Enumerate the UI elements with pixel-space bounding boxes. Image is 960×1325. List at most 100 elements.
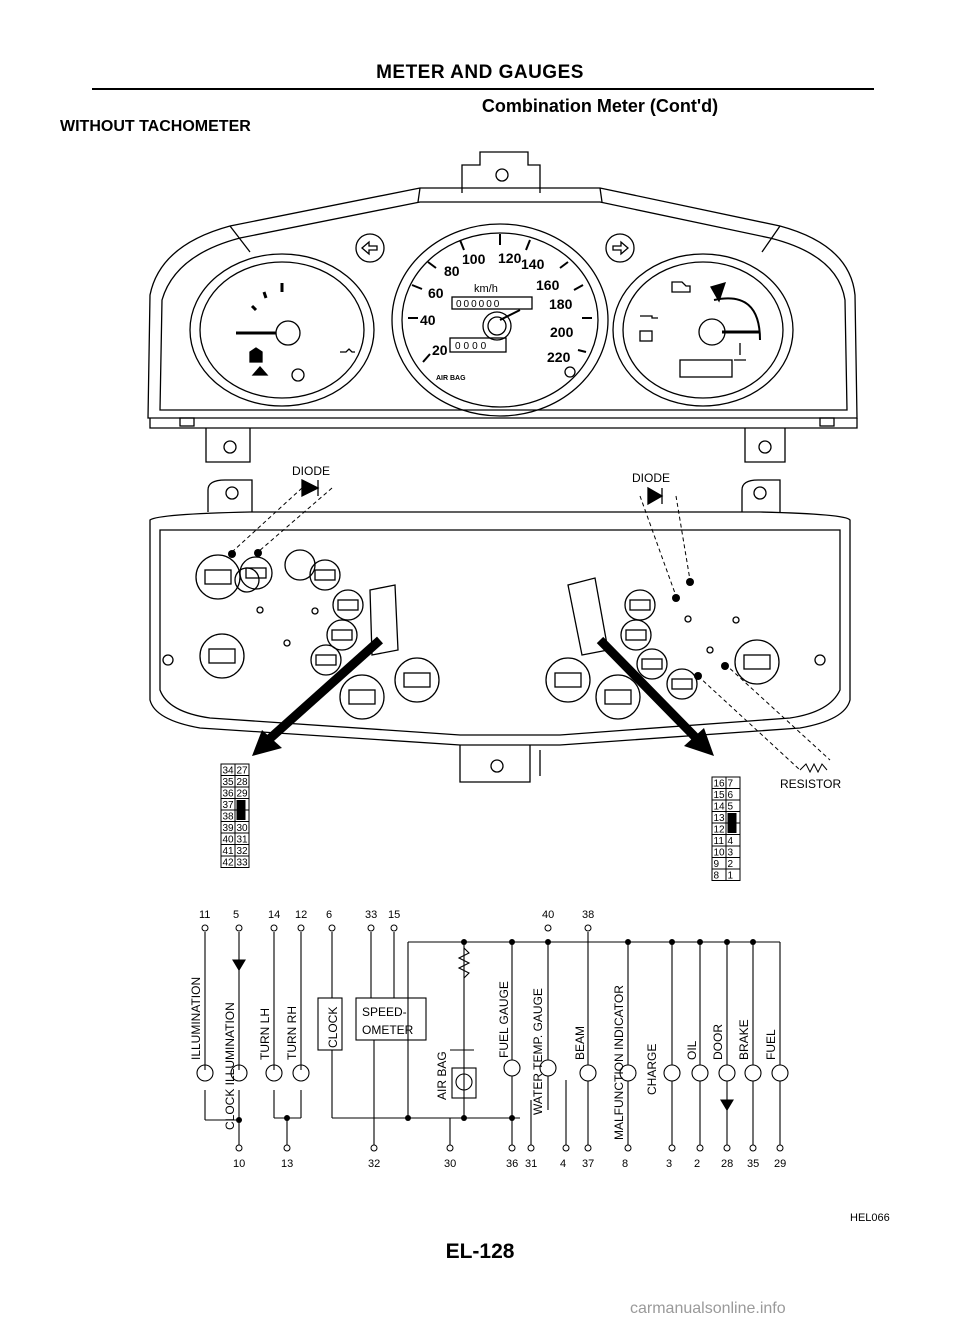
wiring-schematic bbox=[196, 932, 789, 1145]
schematic-junctions bbox=[236, 939, 756, 1123]
speed-unit: km/h bbox=[474, 283, 498, 295]
speedometer-box bbox=[355, 997, 427, 1041]
engine-check-icon bbox=[671, 281, 691, 293]
top-pin-terminal bbox=[328, 924, 336, 932]
label-brake: BRAKE bbox=[737, 1019, 751, 1060]
solder-points bbox=[228, 549, 729, 680]
bottom-pin-number: 31 bbox=[525, 1158, 537, 1170]
trip-window bbox=[449, 337, 507, 353]
connector-pin: 34 bbox=[223, 766, 235, 777]
page-subtitle: Combination Meter (Cont'd) bbox=[481, 96, 719, 116]
coolant-temp-icon bbox=[734, 343, 746, 361]
brake-warning-icon bbox=[251, 366, 269, 376]
turn-left-arrow-icon bbox=[361, 240, 378, 256]
bottom-pin-number: 2 bbox=[694, 1158, 700, 1170]
left-diode-symbol bbox=[301, 478, 320, 498]
scale-120: 120 bbox=[498, 250, 522, 266]
bottom-pin-number: 35 bbox=[747, 1158, 759, 1170]
top-pin-number: 38 bbox=[582, 909, 594, 921]
parking-brake-icon bbox=[291, 368, 305, 382]
connector-pin: 12 bbox=[714, 825, 726, 836]
schematic-labels: ILLUMINATION CLOCK ILLUMINATION TURN LH … bbox=[189, 977, 778, 1140]
connector-pin: 5 bbox=[728, 802, 734, 813]
connector-pin: 38 bbox=[223, 812, 235, 823]
scale-180: 180 bbox=[549, 296, 573, 312]
top-pin-number: 15 bbox=[388, 909, 400, 921]
connector-pin: 35 bbox=[223, 777, 235, 788]
bottom-pin-terminal bbox=[624, 1144, 632, 1152]
watermark: carmanualsonline.info bbox=[630, 1300, 786, 1317]
figure-code: HEL066 bbox=[850, 1212, 890, 1224]
connector-pin: 8 bbox=[714, 871, 720, 882]
label-turn-rh: TURN RH bbox=[285, 1006, 299, 1060]
label-speedometer-2: OMETER bbox=[362, 1023, 414, 1037]
top-pin-number: 5 bbox=[233, 909, 239, 921]
indicator-window bbox=[679, 359, 733, 378]
connector-pin: 31 bbox=[237, 835, 249, 846]
connector-pin: 7 bbox=[728, 779, 734, 790]
scale-220: 220 bbox=[547, 349, 571, 365]
fuel-gauge-dial bbox=[189, 253, 375, 407]
connector-pin: 10 bbox=[714, 848, 726, 859]
bottom-pin-terminal bbox=[696, 1144, 704, 1152]
airbag-label: AIR BAG bbox=[436, 375, 466, 382]
connector-pin: 14 bbox=[714, 802, 726, 813]
connector-pin: 11 bbox=[714, 836, 725, 847]
page-number: EL-128 bbox=[445, 1240, 515, 1263]
bottom-pin-terminal bbox=[508, 1144, 516, 1152]
bottom-pin-terminal bbox=[370, 1144, 378, 1152]
connector-pin: 33 bbox=[237, 858, 249, 869]
speedometer-dial bbox=[391, 223, 609, 417]
scale-60: 60 bbox=[428, 285, 444, 301]
bottom-pin-number: 8 bbox=[622, 1158, 628, 1170]
scale-160: 160 bbox=[536, 277, 560, 293]
label-oil: OIL bbox=[685, 1040, 699, 1060]
title-rule bbox=[92, 88, 874, 90]
battery-icon bbox=[639, 330, 653, 342]
page-title: METER AND GAUGES bbox=[376, 62, 584, 83]
bottom-pin-terminal bbox=[723, 1144, 731, 1152]
connector-pin: 6 bbox=[728, 790, 734, 801]
top-pin-number: 6 bbox=[326, 909, 332, 921]
meter-front-view bbox=[147, 151, 858, 463]
top-pin-number: 12 bbox=[295, 909, 307, 921]
bottom-pin-number: 4 bbox=[560, 1158, 566, 1170]
connector-pin: 40 bbox=[223, 835, 235, 846]
right-diode-symbol bbox=[647, 486, 664, 506]
meter-rear-view bbox=[149, 478, 851, 783]
top-mount-tab bbox=[461, 151, 541, 193]
label-water-temp-gauge: WATER TEMP. GAUGE bbox=[531, 988, 545, 1115]
connector-pin: 15 bbox=[714, 790, 726, 801]
left-connector-arrow bbox=[262, 636, 384, 746]
odometer-window bbox=[451, 296, 533, 310]
bottom-pin-terminal bbox=[562, 1144, 570, 1152]
label-fuel: FUEL bbox=[764, 1029, 778, 1060]
connector-pin: 27 bbox=[237, 766, 249, 777]
label-illumination: ILLUMINATION bbox=[189, 977, 203, 1060]
connector-pin: 1 bbox=[728, 871, 734, 882]
top-pin-number: 33 bbox=[365, 909, 377, 921]
variant-heading: WITHOUT TACHOMETER bbox=[60, 118, 251, 135]
label-turn-lh: TURN LH bbox=[258, 1008, 272, 1060]
bottom-pin-terminal bbox=[235, 1144, 243, 1152]
fuel-pump-icon bbox=[249, 347, 263, 363]
bottom-pin-number: 28 bbox=[721, 1158, 733, 1170]
label-fuel-gauge: FUEL GAUGE bbox=[497, 981, 511, 1058]
label-speedometer-1: SPEED- bbox=[362, 1005, 407, 1019]
turn-right-indicator bbox=[605, 233, 635, 263]
bottom-pin-number: 36 bbox=[506, 1158, 518, 1170]
temp-gauge-dial bbox=[612, 253, 794, 407]
meter-housing-outer bbox=[147, 187, 858, 419]
top-pin-terminal bbox=[584, 924, 592, 932]
label-clock-illumination: CLOCK ILLUMINATION bbox=[223, 1002, 237, 1130]
bottom-pin-number: 30 bbox=[444, 1158, 456, 1170]
connector-pin: 37 bbox=[223, 800, 235, 811]
top-mount-hole bbox=[495, 168, 509, 182]
label-air-bag: AIR BAG bbox=[435, 1051, 449, 1100]
connector-pin: 42 bbox=[223, 858, 235, 869]
right-connector-arrow bbox=[596, 636, 704, 746]
top-pin-number: 11 bbox=[199, 909, 210, 921]
